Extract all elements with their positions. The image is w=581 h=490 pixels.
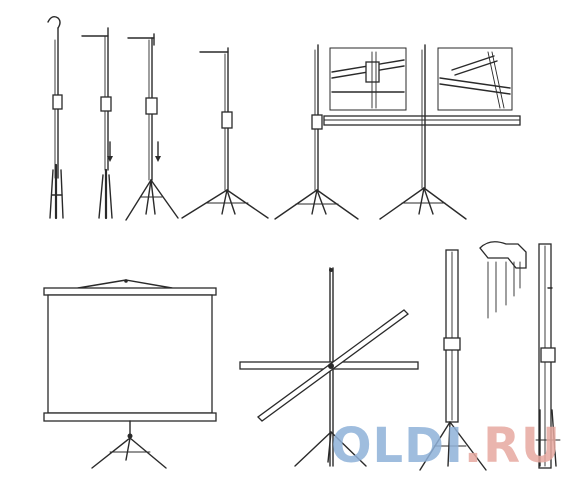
folded-cross	[239, 267, 419, 467]
side-view-left	[419, 249, 487, 471]
side-view-right	[535, 243, 561, 469]
deployed-screen	[43, 279, 217, 469]
step-2-lower-pole	[81, 27, 113, 220]
detail-bracket	[479, 241, 527, 319]
step-5-raise-case	[274, 44, 359, 220]
step-3-unfold-legs	[125, 33, 179, 221]
step-1-collapsed	[47, 15, 64, 220]
step-6-hook-screen	[379, 44, 467, 220]
case-latch-detail	[329, 47, 407, 111]
step-4-extend-pole	[181, 47, 269, 219]
hook-detail	[437, 47, 513, 111]
